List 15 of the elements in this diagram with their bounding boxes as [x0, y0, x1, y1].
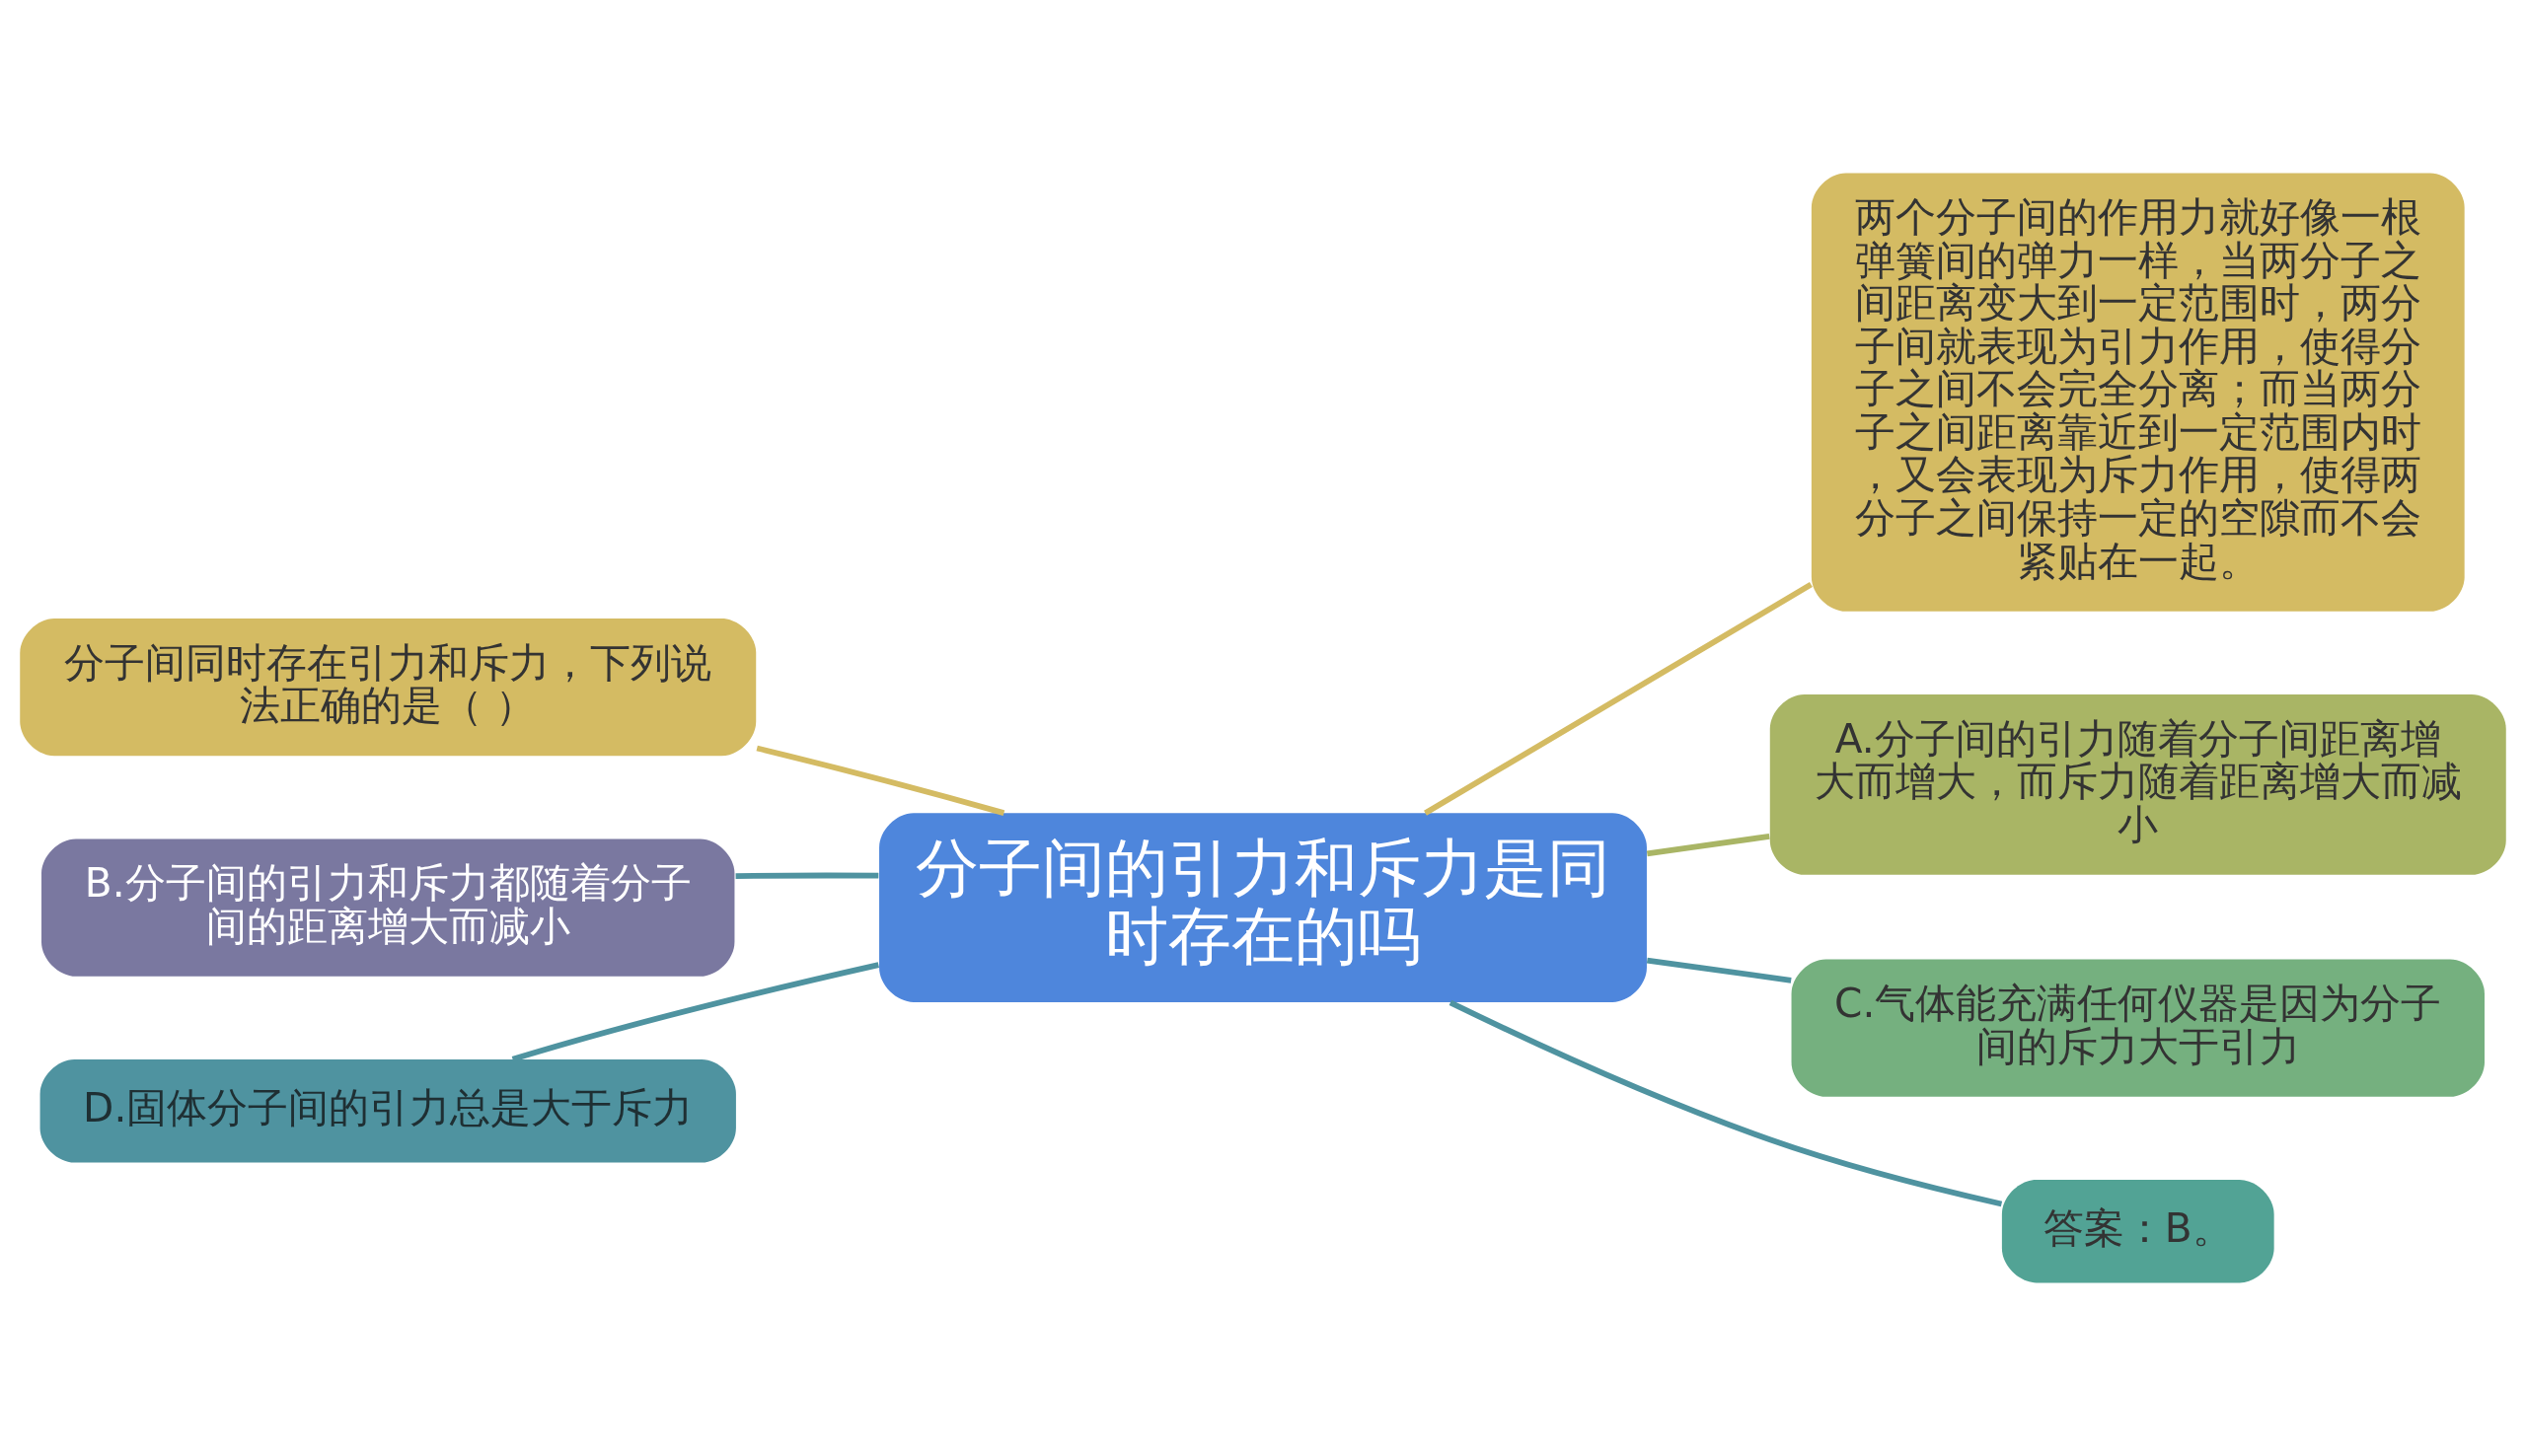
connector — [735, 872, 879, 880]
connector — [1449, 999, 2003, 1207]
node-box: A.分子间的引力随着分子间距离增大而增大，而斥力随着距离增大而减小 — [1769, 693, 2506, 875]
node-box: 分子间同时存在引力和斥力，下列说法正确的是（ ） — [20, 618, 757, 757]
node-box: B.分子间的引力和斥力都随着分子间的距离增大而减小 — [41, 838, 735, 977]
node-box: 两个分子间的作用力就好像一根弹簧间的弹力一样，当两分子之间距离变大到一定范围时，两分子间就表现为引力作用，使得分子之间不会完全分离；而当两分子之间距离靠近到一定范围内时，又会表现为斥力作用，使得两分子之间保持一定的空隙而不会紧贴在一起。 — [1811, 173, 2465, 612]
connector — [1424, 581, 1813, 816]
node-box: D.固体分子间的引力总是大于斥力 — [39, 1059, 736, 1163]
connector — [511, 962, 880, 1062]
node-box: 分子间的引力和斥力是同时存在的吗 — [879, 813, 1647, 1002]
node-box: C.气体能充满任何仪器是因为分子间的斥力大于引力 — [1791, 959, 2485, 1097]
connector — [756, 745, 1005, 816]
connector — [1646, 957, 1792, 983]
node-box: 答案：B。 — [2001, 1179, 2274, 1283]
connector — [1646, 833, 1770, 857]
